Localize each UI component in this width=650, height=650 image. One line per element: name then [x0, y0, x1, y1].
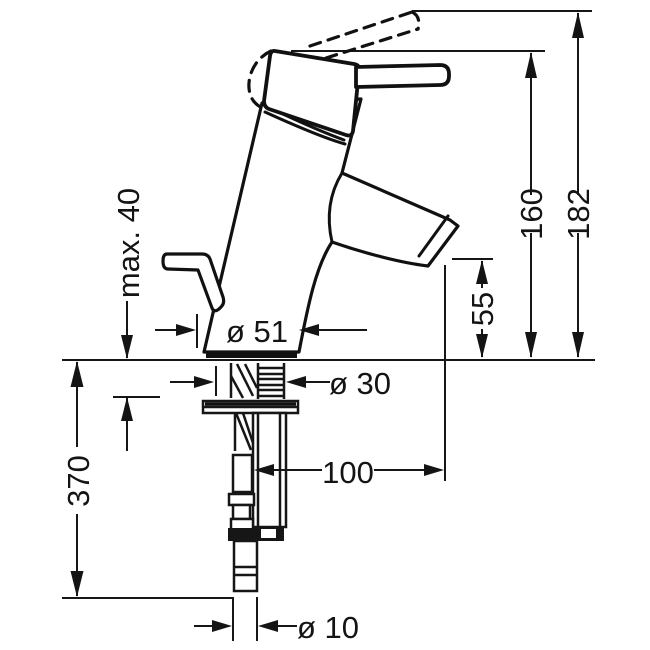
arrow-right — [194, 376, 214, 388]
guide-lower-block — [231, 503, 252, 521]
arrow-right — [176, 324, 196, 336]
arrow-left — [254, 464, 274, 476]
arrow-left — [299, 324, 319, 336]
guide-flare — [227, 492, 256, 507]
dim-label-100: 100 — [322, 455, 374, 490]
dim-label-182: 182 — [561, 188, 596, 240]
threaded-shank — [256, 363, 286, 399]
dimension-55: 55 — [465, 260, 500, 358]
dimension-dia-51: ø 51 — [155, 314, 367, 349]
arrow-up — [572, 12, 584, 38]
body-shoulder-curve — [327, 171, 344, 244]
faucet — [161, 10, 460, 358]
reference-lines — [62, 10, 595, 641]
arrow-up — [476, 260, 488, 284]
dim-label-55: 55 — [465, 292, 500, 326]
dim-label-dia-30: ø 30 — [329, 366, 391, 401]
dim-label-dia-10: ø 10 — [297, 610, 359, 645]
escutcheon-flange — [201, 399, 300, 415]
arrow-up — [525, 52, 537, 78]
arrow-down — [121, 335, 133, 359]
arrow-right — [424, 464, 444, 476]
dimension-182: 182 — [561, 12, 596, 358]
dimension-max-40: max. 40 — [111, 188, 146, 451]
raised-lever-dashed-outline — [247, 10, 421, 110]
arrow-up — [70, 361, 84, 387]
pull-rod-end — [232, 539, 259, 593]
dimension-dia-30: ø 30 — [170, 366, 391, 401]
dim-label-160: 160 — [514, 188, 549, 240]
below-counter-assembly — [201, 363, 300, 593]
dim-label-dia-51: ø 51 — [226, 314, 288, 349]
supply-hose-hatch — [229, 363, 259, 399]
hose-below-flange — [233, 412, 255, 451]
arrow-up — [121, 397, 133, 421]
rod-guide-block — [231, 453, 254, 494]
dimension-100: 100 — [254, 455, 444, 490]
dimension-370: 370 — [61, 361, 96, 597]
arrow-right — [212, 620, 232, 632]
arrow-left — [286, 376, 306, 388]
dim-label-370: 370 — [61, 455, 96, 507]
arrow-down — [70, 571, 84, 597]
aerator-inner-line — [417, 214, 450, 258]
popup-rod-lever — [161, 252, 226, 313]
arrow-down — [572, 332, 584, 358]
arrow-down — [525, 332, 537, 358]
dim-label-max-40: max. 40 — [111, 188, 146, 298]
handle-lever — [354, 63, 451, 89]
dimension-160: 160 — [514, 52, 549, 358]
body-seam-lower — [263, 110, 347, 146]
mounting-nut-notch — [261, 529, 276, 538]
arrow-down — [476, 334, 488, 358]
dimension-dia-10: ø 10 — [194, 610, 359, 645]
arrow-left — [258, 620, 278, 632]
